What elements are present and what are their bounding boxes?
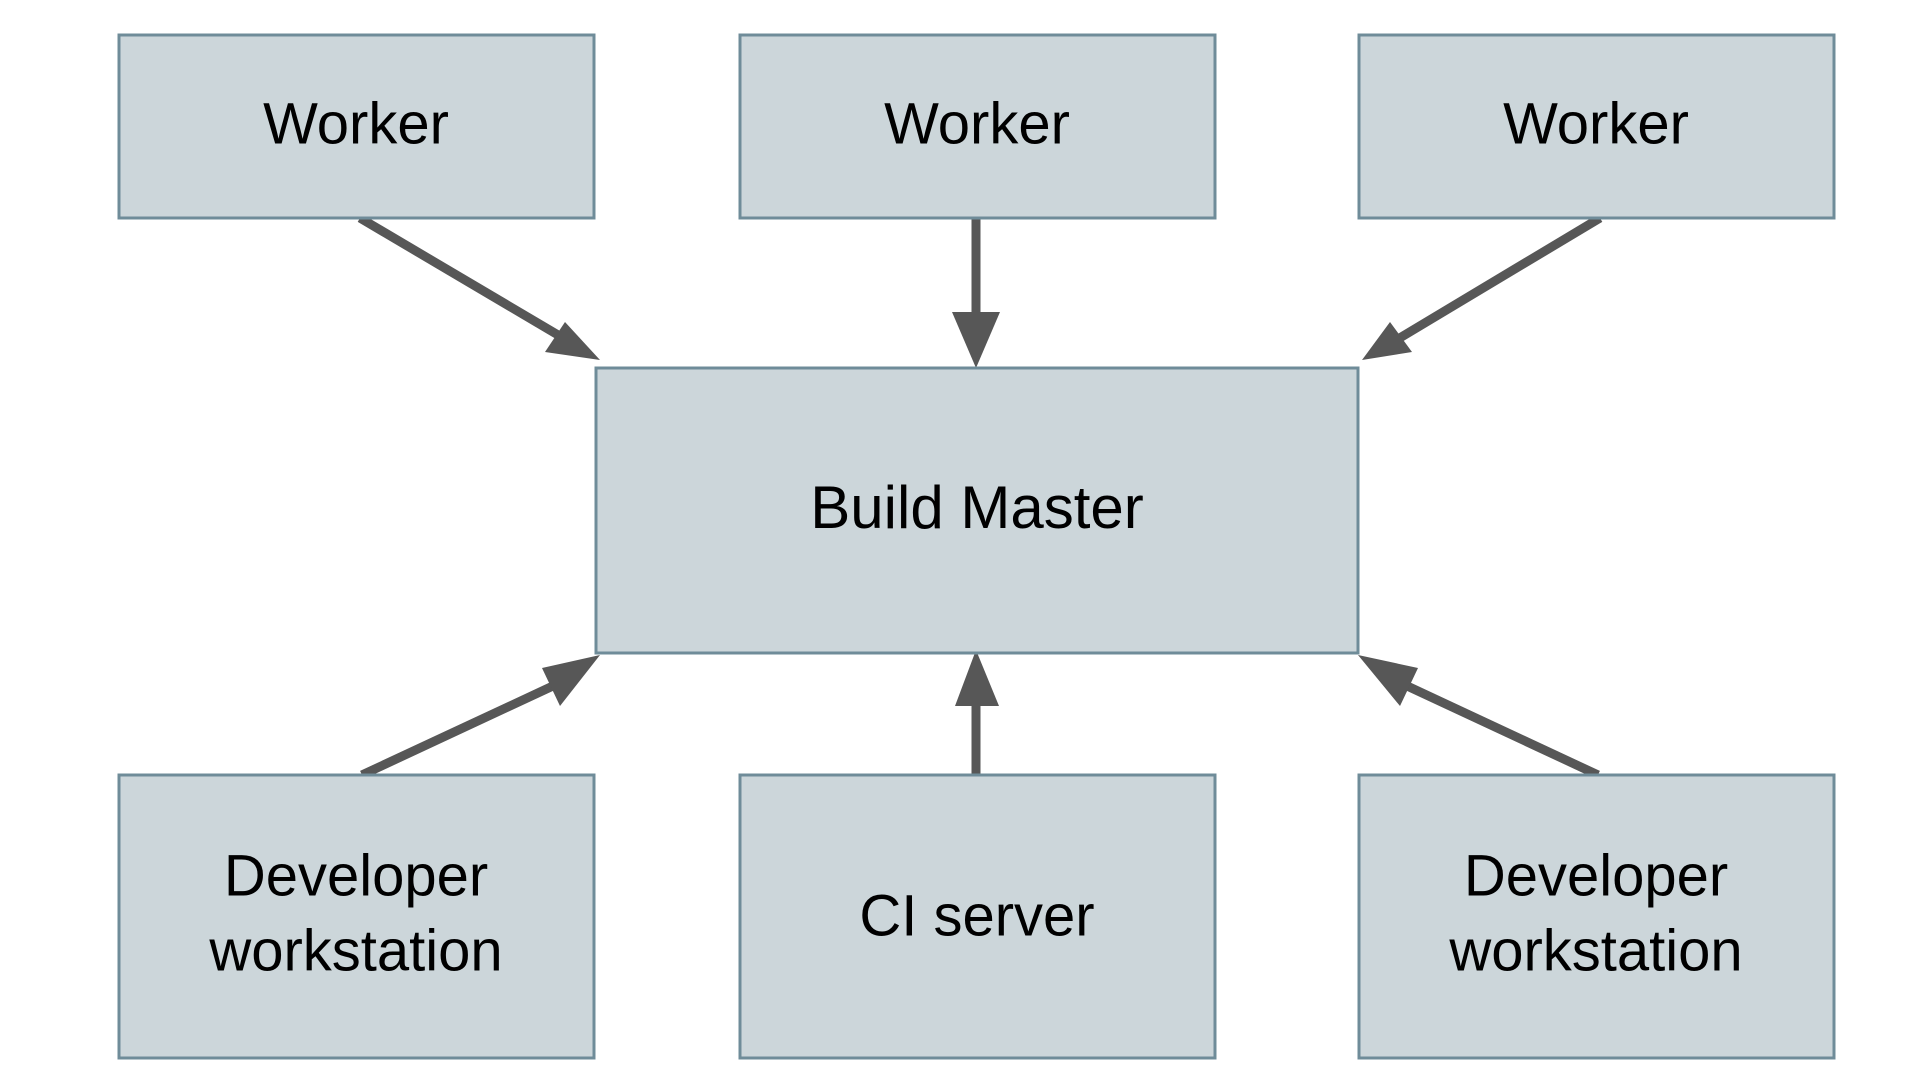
node-worker-3-label: Worker	[1503, 91, 1689, 156]
node-build-master[interactable]: Build Master	[594, 366, 1360, 655]
node-build-master-label: Build Master	[810, 474, 1143, 541]
edge-dev-ws-2-arrowhead	[1358, 655, 1418, 706]
node-worker-2[interactable]: Worker	[738, 33, 1217, 220]
node-ci-server[interactable]: CI server	[738, 773, 1217, 1060]
node-ci-server-box[interactable]	[738, 773, 1217, 1060]
edge-worker-2-arrowhead	[952, 312, 1000, 368]
edge-dev-ws-1-line	[360, 673, 572, 780]
node-dev-ws-1-box[interactable]	[117, 773, 596, 1060]
edge-dev-ws-2-to-build-master	[1358, 655, 1600, 780]
edge-worker-3-line	[1385, 214, 1603, 349]
node-dev-ws-2-box[interactable]	[1357, 773, 1836, 1060]
node-dev-ws-1[interactable]: Developer workstation	[117, 773, 596, 1060]
edge-worker-3-to-build-master	[1362, 214, 1603, 360]
node-worker-1[interactable]: Worker	[117, 33, 596, 220]
edge-ci-server-arrowhead	[955, 650, 999, 706]
edge-dev-ws-1-arrowhead	[542, 655, 600, 706]
edge-dev-ws-1-to-build-master	[360, 655, 600, 780]
node-worker-2-label: Worker	[884, 91, 1070, 156]
edge-worker-3-arrowhead	[1362, 322, 1412, 360]
node-worker-1-box[interactable]	[117, 33, 596, 220]
edge-ci-server-to-build-master	[955, 650, 999, 775]
edge-worker-1-arrowhead	[545, 322, 600, 360]
node-dev-ws-2-label-line1: Developer	[1464, 843, 1728, 908]
node-worker-3[interactable]: Worker	[1357, 33, 1836, 220]
edge-dev-ws-2-line	[1388, 673, 1600, 780]
node-build-master-box[interactable]	[594, 366, 1360, 655]
node-dev-ws-2[interactable]: Developer workstation	[1357, 773, 1836, 1060]
edge-worker-2-to-build-master	[952, 218, 1000, 368]
node-dev-ws-1-label-line2: workstation	[208, 918, 502, 983]
edge-worker-1-line	[357, 214, 578, 349]
node-dev-ws-1-label-line1: Developer	[224, 843, 488, 908]
node-dev-ws-2-label-line2: workstation	[1448, 918, 1742, 983]
node-worker-2-box[interactable]	[738, 33, 1217, 220]
node-ci-server-label: CI server	[859, 883, 1094, 948]
edge-worker-1-to-build-master	[357, 214, 600, 360]
node-worker-1-label: Worker	[263, 91, 449, 156]
node-worker-3-box[interactable]	[1357, 33, 1836, 220]
